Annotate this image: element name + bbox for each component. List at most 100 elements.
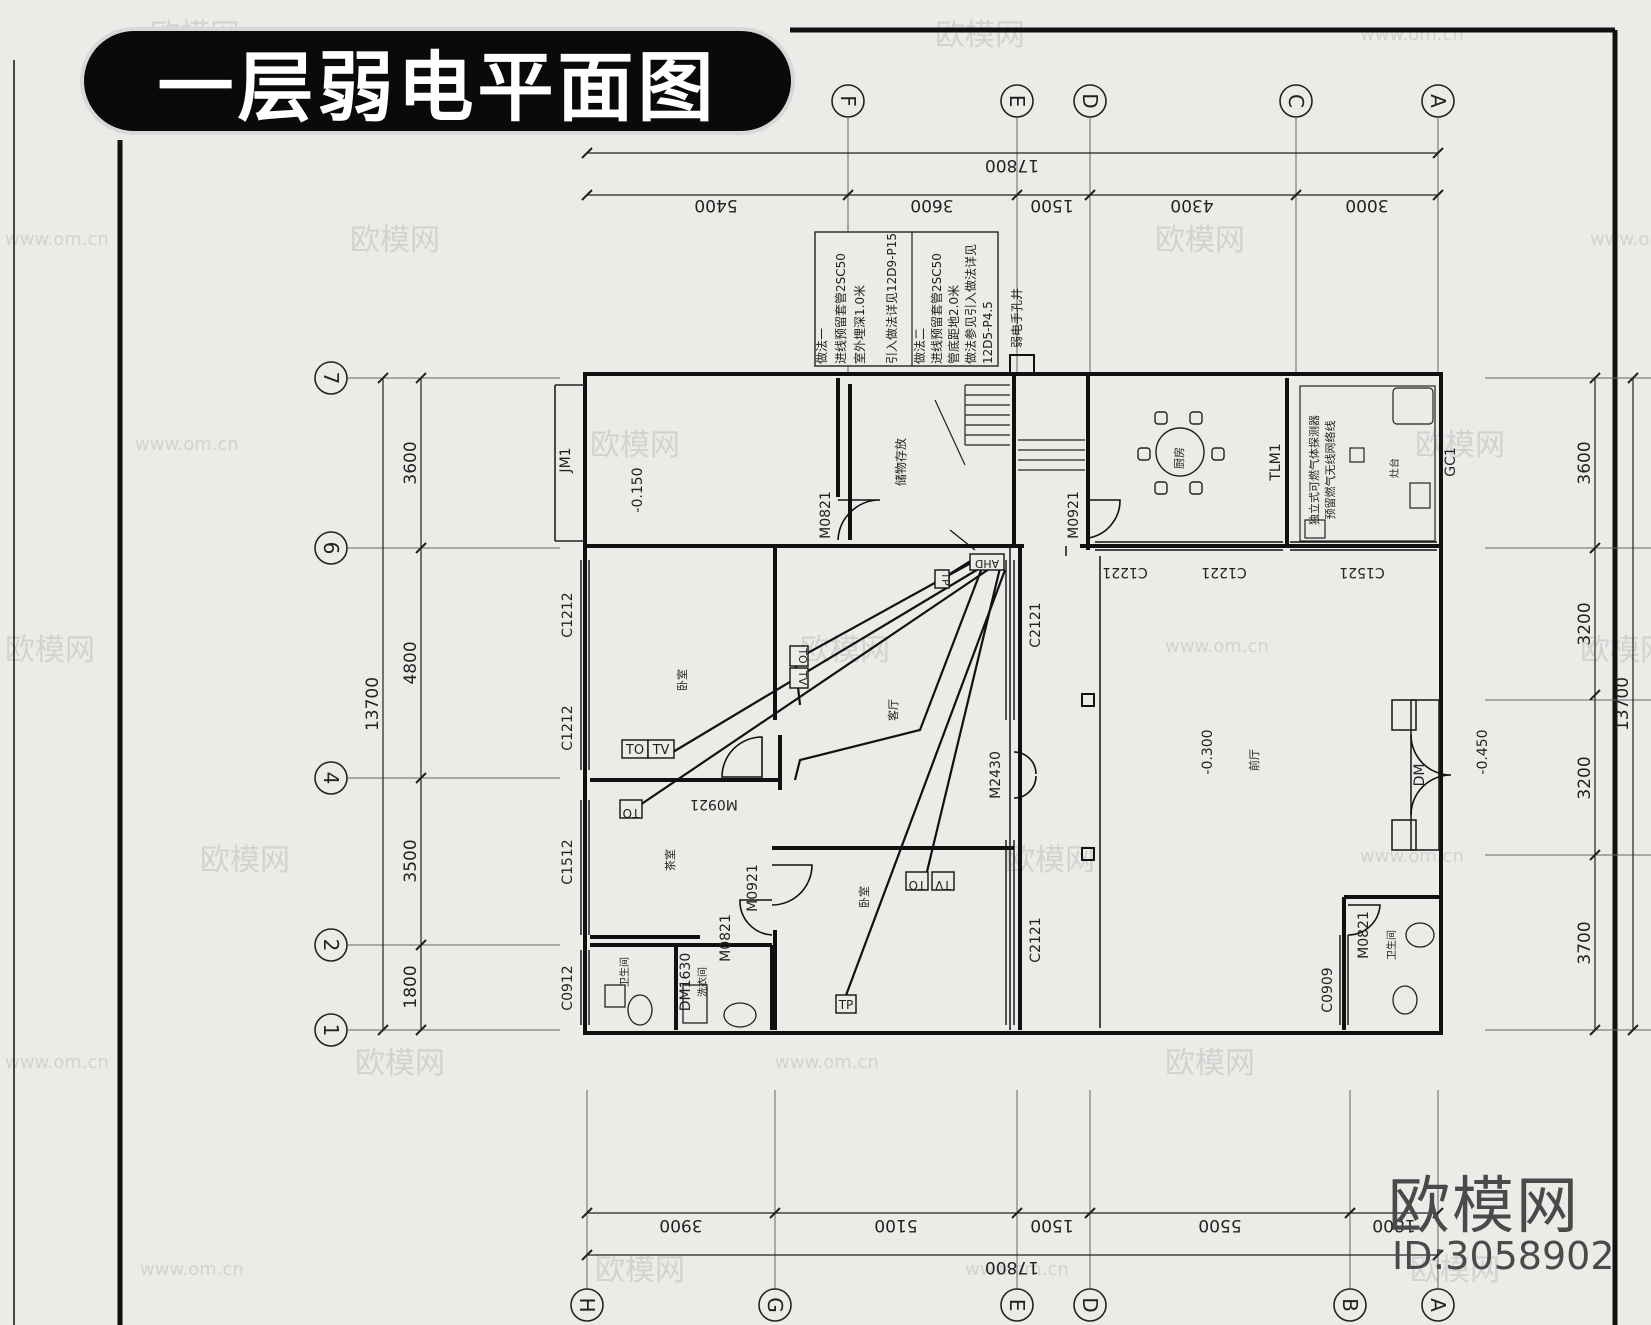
dim-top-seg: 3000	[1345, 195, 1388, 215]
dim-bottom-seg: 1500	[1030, 1215, 1073, 1235]
dimension-texts: 17800 5400 3600 1500 4300 3000 17800 390…	[363, 155, 1633, 1277]
label-c0912: C0912	[560, 965, 576, 1010]
watermark-tile: 欧模网	[1415, 428, 1505, 463]
note1-line2: 进线预留套管2SC50	[833, 253, 848, 364]
axis-label-6: 6	[319, 542, 343, 555]
watermark-tile: www.om.cn	[5, 1052, 109, 1073]
axis-label-F: F	[836, 95, 860, 107]
watermark-id: ID:3058902	[1392, 1234, 1615, 1278]
dimension-ticks	[377, 147, 1639, 1261]
note2-line3: 管底距地2.0米	[946, 285, 961, 364]
axis-label-E-bottom: E	[1005, 1299, 1029, 1312]
watermark-tile: 欧模网	[1155, 223, 1245, 258]
watermark-tile: www.om.cn	[775, 1052, 879, 1073]
label-tv-b: TV	[652, 743, 670, 758]
axis-label-B: B	[1338, 1298, 1362, 1312]
dim-top-seg: 1500	[1030, 195, 1073, 215]
label-tearoom: 茶室	[663, 849, 677, 871]
label-c1221-a: C1221	[1102, 564, 1147, 580]
watermark-tile: www.om.cn	[140, 1259, 244, 1280]
watermark-tile: 欧模网	[590, 428, 680, 463]
watermark-tile: 欧模网	[355, 1046, 445, 1081]
label-gc1: GC1	[1443, 447, 1459, 477]
label-ahd: AHD	[975, 557, 999, 570]
note2-line1: 做法二	[912, 328, 927, 364]
watermark-tile: www.om.cn	[5, 229, 109, 250]
bath-fixtures	[604, 922, 1435, 1028]
axis-label-H: H	[575, 1297, 599, 1312]
axis-label-E: E	[1005, 95, 1029, 108]
axis-label-4: 4	[319, 772, 343, 785]
label-bedroom1: 卧室	[675, 669, 689, 691]
label-c2121-b: C2121	[1028, 917, 1044, 962]
dim-left-seg: 3600	[401, 441, 421, 484]
axis-label-G: G	[763, 1297, 787, 1313]
watermark-tile: www.om.cn	[135, 434, 239, 455]
label-c1221-b: C1221	[1201, 564, 1246, 580]
watermark-tile: 欧模网	[350, 223, 440, 258]
dim-right-seg: 3600	[1575, 441, 1595, 484]
dim-right-seg: 3200	[1575, 602, 1595, 645]
watermark-tile: www.om.cn	[1360, 24, 1464, 45]
title-banner: 一层弱电平面图	[80, 27, 795, 135]
dim-top-total: 17800	[985, 155, 1039, 175]
label-laundry: 洗衣间	[696, 967, 709, 997]
kitchen-fixtures	[1299, 385, 1436, 542]
axis-label-D: D	[1078, 93, 1102, 108]
dim-left-total: 13700	[363, 677, 383, 731]
watermark-tile: 欧模网	[935, 18, 1025, 53]
axis-label-2: 2	[319, 939, 343, 952]
axis-label-C: C	[1284, 94, 1308, 108]
watermark-tile: 欧模网	[200, 843, 290, 878]
note-handhole: 弱电手孔井	[1010, 288, 1024, 348]
note2-line5: 12D5-P4.5	[981, 301, 995, 364]
label-c1521: C1521	[1339, 564, 1384, 580]
label-bath2: 卫生间	[1385, 930, 1398, 960]
label-elev-a: -0.150	[630, 467, 646, 512]
axis-label-A-bottom: A	[1426, 1298, 1450, 1312]
label-jm1: JM1	[558, 447, 574, 473]
note1-line3: 室外埋深1.0米	[852, 285, 867, 364]
label-c1512: C1512	[560, 839, 576, 884]
doors	[721, 499, 1452, 936]
dim-left-seg: 3500	[401, 839, 421, 882]
label-c0909: C0909	[1320, 967, 1336, 1012]
label-bath1: 卫生间	[618, 957, 631, 987]
label-dm1630: DM1630	[678, 953, 694, 1012]
dim-bottom-total: 17800	[985, 1257, 1039, 1277]
dim-right-seg: 3700	[1575, 921, 1595, 964]
axis-bubbles	[314, 84, 1455, 1322]
label-bedroom2: 卧室	[857, 886, 871, 908]
axis-label-D-bottom: D	[1078, 1297, 1102, 1312]
label-m2430: M2430	[988, 751, 1004, 799]
label-c1212-b: C1212	[560, 705, 576, 750]
dim-bottom-seg: 5100	[874, 1215, 917, 1235]
dim-right-seg: 3200	[1575, 756, 1595, 799]
watermark-tile: www.om.cn	[1360, 846, 1464, 867]
label-m0921-a: M0921	[1066, 491, 1082, 539]
label-to-b: TO	[625, 743, 644, 758]
dim-top-seg: 4300	[1170, 195, 1213, 215]
watermark-tile: www.om.cn	[1590, 229, 1651, 250]
page-title: 一层弱电平面图	[157, 43, 718, 132]
dim-bottom-seg: 1800	[1372, 1215, 1415, 1235]
label-tv-a: TV	[796, 670, 809, 686]
label-gas-note-1: 独立式可燃气体探测器	[1307, 415, 1321, 525]
dim-left-seg: 4800	[401, 641, 421, 684]
note2-line2: 进线预留套管2SC50	[929, 253, 944, 364]
watermark-tile: 欧模网	[800, 633, 890, 668]
label-kitchen: 厨房	[1173, 447, 1186, 469]
label-m0821-c: M0821	[1356, 911, 1372, 959]
note1-line4: 引入做法详见12D9-P15	[884, 233, 899, 364]
watermark-tile: 欧模网	[595, 1253, 685, 1288]
plan-labels: JM1 -0.150 M0821 储物存放 M0921 TLM1 GC1 厨房 …	[558, 415, 1491, 1013]
label-hall: 前厅	[1247, 749, 1261, 771]
dim-right-total: 13700	[1613, 677, 1633, 731]
label-stove: 灶台	[1388, 458, 1401, 478]
label-elev-c: -0.450	[1475, 729, 1491, 774]
notes-table: 做法一 进线预留套管2SC50 室外埋深1.0米 引入做法详见12D9-P15 …	[814, 231, 1024, 367]
label-tp-bottom: TP	[838, 998, 854, 1012]
thin-walls	[554, 384, 1440, 1030]
axis-bubble-labels: F E D C A H G E D B A 7 6 4 2 1	[319, 93, 1450, 1312]
